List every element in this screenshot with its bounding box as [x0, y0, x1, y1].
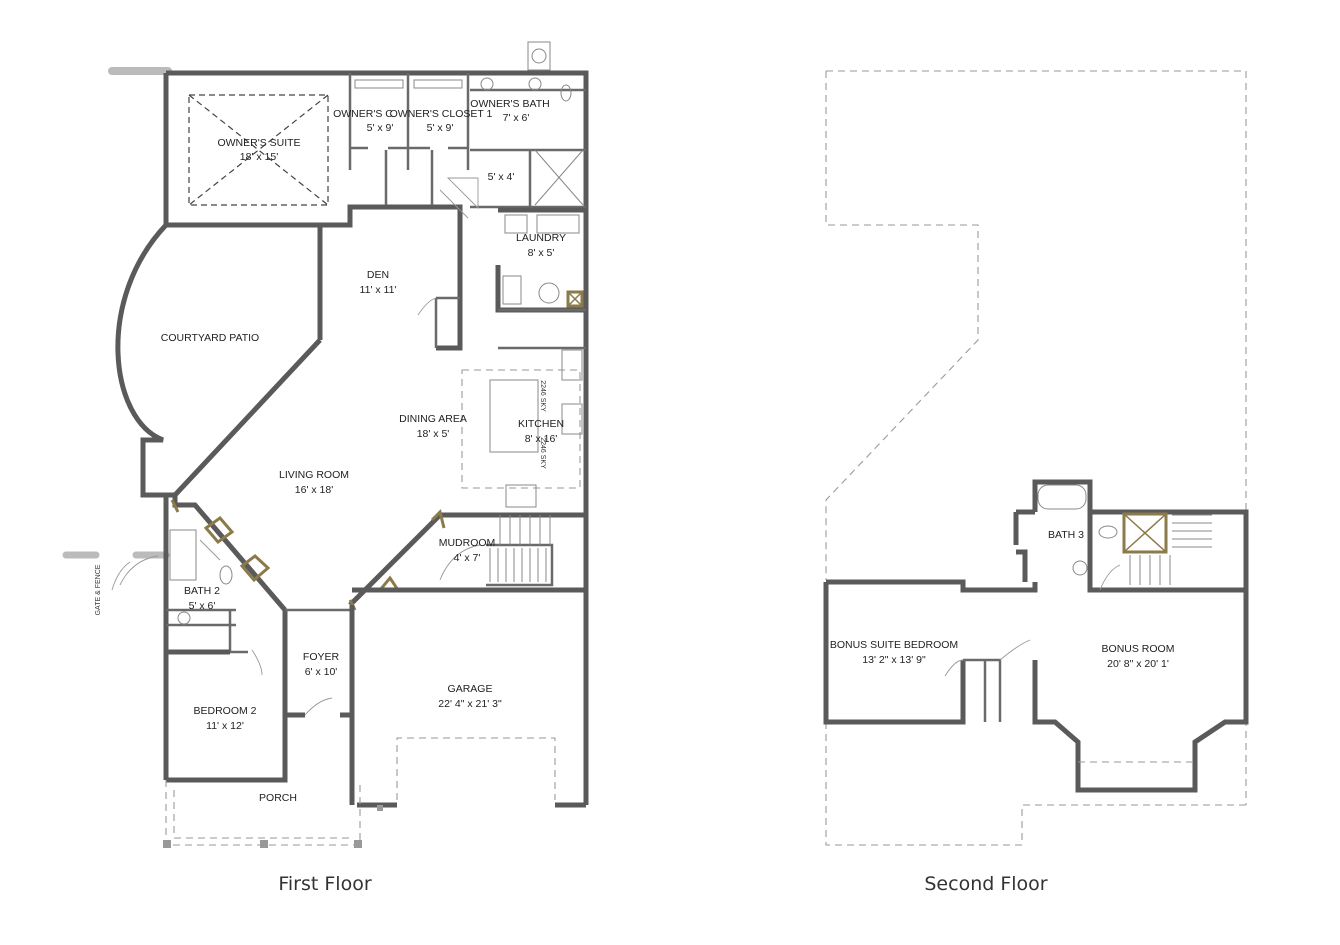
dining-area-size: 18' x 5' — [417, 428, 450, 440]
gate-fence-label: GATE & FENCE — [95, 564, 102, 615]
bedroom-2-name: BEDROOM 2 — [193, 705, 256, 717]
laundry-name: LAUNDRY — [516, 232, 566, 244]
mudroom-size: 4' x 7' — [454, 552, 481, 564]
mudroom-name: MUDROOM — [439, 537, 496, 549]
bath-3-name: BATH 3 — [1048, 529, 1084, 541]
skylight-label-2: 2246 SKY — [539, 437, 546, 469]
foyer-name: FOYER — [303, 651, 340, 663]
first-floor-plan: OWNER'S SUITE 18' x 15' OWNER'S C 5' x 9… — [62, 41, 589, 895]
bedroom-2-size: 11' x 12' — [206, 720, 244, 732]
owners-closet-1-name: OWNER'S CLOSET 1 — [390, 108, 493, 120]
foyer-size: 6' x 10' — [305, 666, 338, 678]
garage-name: GARAGE — [448, 683, 493, 695]
porch-name: PORCH — [259, 792, 297, 804]
kitchen-size: 8' x 16' — [525, 433, 558, 445]
kitchen-name: KITCHEN — [518, 418, 564, 430]
owners-closet-1-size: 5' x 9' — [427, 122, 454, 134]
bonus-suite-bedroom-size: 13' 2" x 13' 9" — [862, 654, 926, 666]
den-name: DEN — [367, 269, 389, 281]
laundry-size: 8' x 5' — [528, 247, 555, 259]
living-room-size: 16' x 18' — [295, 484, 333, 496]
owners-suite-name: OWNER'S SUITE — [217, 137, 300, 149]
bonus-suite-bedroom-name: BONUS SUITE BEDROOM — [830, 639, 958, 651]
bonus-room-name: BONUS ROOM — [1102, 643, 1175, 655]
first-floor-title: First Floor — [278, 873, 371, 895]
second-floor-plan: BATH 3 BONUS SUITE BEDROOM 13' 2" x 13' … — [823, 70, 1249, 895]
bath-2-name: BATH 2 — [184, 585, 220, 597]
garage-size: 22' 4" x 21' 3" — [438, 698, 502, 710]
owners-closet-2-size: 5' x 9' — [367, 122, 394, 134]
bath-2-size: 5' x 6' — [189, 600, 216, 612]
owners-bath-name: OWNER'S BATH — [470, 98, 549, 110]
skylight-label-1: 2246 SKY — [539, 380, 546, 412]
owners-bath-size: 7' x 6' — [503, 112, 530, 124]
living-room-name: LIVING ROOM — [279, 469, 349, 481]
second-floor-title: Second Floor — [924, 873, 1047, 895]
bonus-room-size: 20' 8" x 20' 1' — [1107, 658, 1169, 670]
owners-closet-2-name: OWNER'S C — [333, 108, 393, 120]
dining-area-name: DINING AREA — [399, 413, 467, 425]
bath-hall-size: 5' x 4' — [488, 171, 515, 183]
courtyard-patio-name: COURTYARD PATIO — [161, 332, 259, 344]
owners-suite-size: 18' x 15' — [240, 151, 278, 163]
den-size: 11' x 11' — [360, 284, 397, 296]
